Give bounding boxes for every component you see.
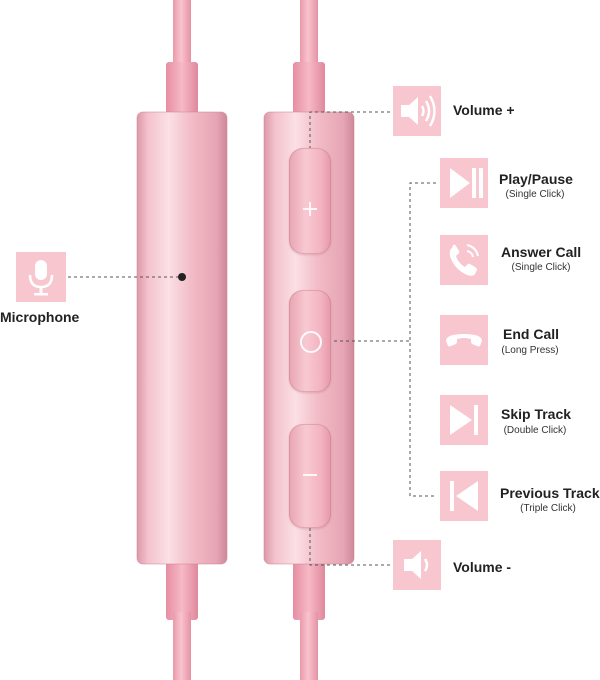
microphone-icon (16, 252, 66, 302)
right-cable-top (300, 0, 318, 70)
skip-track-hint: (Double Click) (503, 425, 567, 436)
volume-down-button[interactable] (289, 424, 331, 528)
previous-track-hint: (Triple Click) (520, 503, 576, 514)
microphone-housing (137, 112, 227, 564)
minus-icon (303, 474, 317, 476)
microphone-hole-dot (178, 273, 186, 281)
skip-track-icon (440, 395, 488, 445)
previous-track-label: Previous Track (500, 485, 600, 501)
volume-down-label: Volume - (453, 559, 512, 575)
end-call-label: End Call (503, 326, 560, 342)
volume-up-label: Volume + (453, 102, 515, 118)
left-cable-bottom (173, 612, 191, 680)
speaker-loud-icon (393, 86, 441, 136)
microphone-label: Microphone (0, 309, 80, 325)
play-pause-hint: (Single Click) (505, 189, 565, 200)
center-button-bracket (409, 182, 436, 497)
multifunction-button[interactable] (289, 290, 331, 392)
right-cable-ferrule-top (293, 62, 325, 114)
left-cable-ferrule-top (166, 62, 198, 114)
circle-icon (300, 331, 322, 353)
left-cable-ferrule-bottom (166, 560, 198, 620)
right-cable-bottom (300, 612, 318, 680)
plus-icon (303, 202, 317, 216)
previous-track-icon (440, 471, 488, 521)
phone-ringing-icon (440, 235, 488, 285)
answer-call-hint: (Single Click) (511, 262, 571, 273)
end-call-hint: (Long Press) (501, 345, 559, 356)
play-pause-label: Play/Pause (499, 171, 573, 187)
right-cable-ferrule-bottom (293, 560, 325, 620)
volume-up-button[interactable] (289, 148, 331, 254)
answer-call-label: Answer Call (501, 244, 582, 260)
hang-up-icon (440, 315, 488, 365)
speaker-quiet-icon (393, 540, 441, 590)
skip-track-label: Skip Track (501, 406, 572, 422)
left-cable-top (173, 0, 191, 70)
play-pause-icon (440, 158, 488, 208)
